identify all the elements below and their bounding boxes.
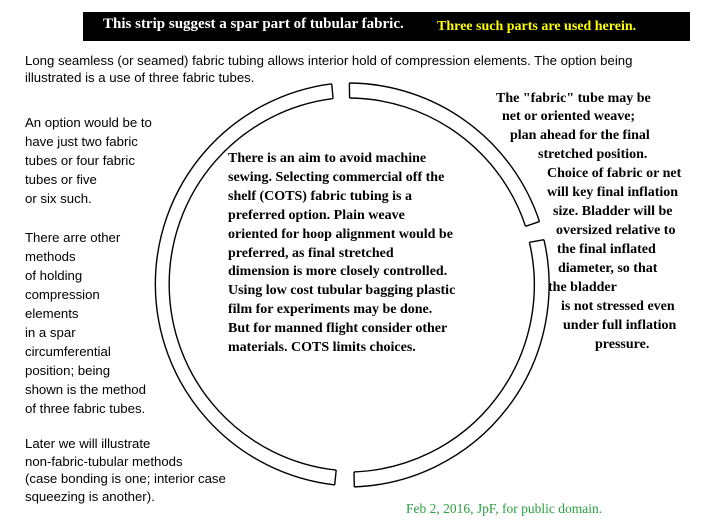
left-later-line: Later we will illustrate — [25, 436, 151, 451]
center-line: oriented for hoop alignment would be — [228, 226, 453, 242]
left-methods-line: methods — [25, 249, 76, 264]
footer-credit: Feb 2, 2016, JpF, for public domain. — [406, 501, 603, 516]
left-later-line: squeezing is another). — [25, 488, 155, 504]
center-line: Using low cost tubular bagging plastic — [228, 283, 456, 299]
center-line: preferred, as final stretched — [228, 245, 394, 261]
intro-line: illustrated is a use of three fabric tub… — [25, 69, 255, 85]
center-line: film for experiments may be done. — [228, 302, 433, 318]
right-line: The "fabric" tube may be — [496, 91, 651, 106]
center-line: materials. COTS limits choices. — [228, 340, 416, 356]
center-line: There is an aim to avoid machine — [228, 151, 427, 166]
right-line: diameter, so that — [558, 261, 658, 276]
left-methods-line: shown is the method — [25, 382, 146, 397]
left-options-line: tubes or five — [25, 172, 97, 187]
right-line: Choice of fabric or net — [547, 166, 682, 181]
left-methods-line: in a spar — [25, 325, 76, 340]
left-options-line: An option would be to — [25, 115, 152, 130]
left-options-line: tubes or four fabric — [25, 153, 135, 168]
right-line: oversized relative to — [556, 223, 676, 238]
left-options-line: have just two fabric — [25, 134, 138, 149]
center-line: But for manned flight consider other — [228, 321, 448, 337]
left-options-paragraph: An option would be to have just two fabr… — [25, 113, 175, 208]
center-line: shelf (COTS) fabric tubing is a — [228, 188, 412, 204]
left-methods-paragraph: There arre other methods of holding comp… — [25, 228, 175, 418]
left-methods-line: elements — [25, 306, 79, 321]
left-later-paragraph: Later we will illustrate non-fabric-tubu… — [25, 435, 365, 505]
left-methods-line: There arre other — [25, 230, 121, 245]
tube-segment-top-right-outer — [349, 82, 541, 222]
left-options-line: or six such. — [25, 191, 92, 206]
right-line: pressure. — [595, 337, 650, 352]
left-methods-line: of holding — [25, 268, 83, 283]
left-methods-line: of three fabric tubes. — [25, 401, 146, 416]
tube-segment-left-end-b — [331, 83, 334, 99]
right-line: the final inflated — [557, 242, 656, 257]
left-methods-line: position; being — [25, 363, 111, 378]
right-line: plan ahead for the final — [510, 128, 650, 143]
center-line: preferred option. Plain weave — [228, 207, 405, 223]
tube-segment-left-inner — [168, 97, 337, 471]
center-line: sewing. Selecting commercial off the — [228, 169, 445, 185]
banner-note: Three such parts are used herein. — [437, 19, 637, 34]
right-line: size. Bladder will be — [553, 204, 673, 219]
tube-segment-top-right-end-b — [525, 220, 540, 227]
tube-segment-left-outer — [154, 83, 335, 486]
tube-segment-right-outer — [354, 239, 550, 488]
right-line: net or oriented weave; — [502, 109, 636, 124]
title-banner: This strip suggest a spar part of tubula… — [83, 12, 690, 41]
tube-segment-right-end-a — [529, 239, 545, 243]
left-methods-line: circumferential — [25, 344, 111, 359]
left-methods-line: compression — [25, 287, 100, 302]
right-line: the bladder — [548, 280, 617, 295]
tube-segment-right-inner — [353, 242, 536, 473]
left-later-line: (case bonding is one; interior case — [25, 471, 226, 486]
banner-title: This strip suggest a spar part of tubula… — [103, 16, 404, 32]
left-later-line: non-fabric-tubular methods — [25, 453, 183, 469]
center-line: dimension is more closely controlled. — [228, 264, 448, 280]
right-line: will key final inflation — [547, 185, 679, 200]
intro-paragraph: Long seamless (or seamed) fabric tubing … — [25, 53, 665, 86]
right-line: is not stressed even — [561, 299, 675, 314]
right-line: under full inflation — [563, 318, 677, 333]
intro-line: Long seamless (or seamed) fabric tubing … — [25, 53, 633, 68]
tube-segment-top-right-inner — [349, 97, 527, 227]
center-paragraph: There is an aim to avoid machine sewing.… — [228, 150, 498, 358]
right-line: stretched position. — [538, 147, 648, 162]
tube-segment-left-end-a — [333, 470, 337, 485]
